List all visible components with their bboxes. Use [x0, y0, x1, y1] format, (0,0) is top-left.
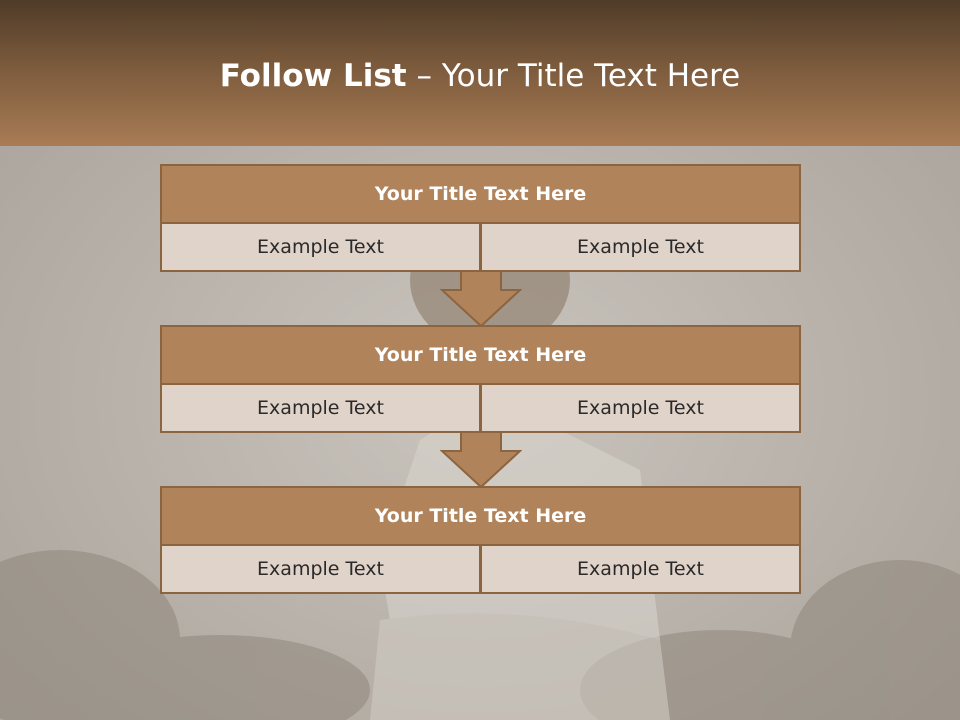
down-arrow-icon [440, 270, 522, 328]
step-cell-right: Example Text [480, 544, 801, 594]
down-arrow-icon [440, 431, 522, 489]
step-cell-right: Example Text [480, 222, 801, 272]
title-bold: Follow List [219, 58, 407, 94]
header-band [0, 0, 960, 146]
step-cell-left: Example Text [160, 222, 481, 272]
step-cell-left: Example Text [160, 544, 481, 594]
step-cell-right: Example Text [480, 383, 801, 433]
slide-title: Follow List – Your Title Text Here [0, 50, 960, 102]
step-title: Your Title Text Here [160, 486, 801, 546]
step-title: Your Title Text Here [160, 164, 801, 224]
title-separator: – [406, 58, 442, 94]
step-cell-left: Example Text [160, 383, 481, 433]
step-title: Your Title Text Here [160, 325, 801, 385]
title-rest: Your Title Text Here [441, 58, 741, 94]
